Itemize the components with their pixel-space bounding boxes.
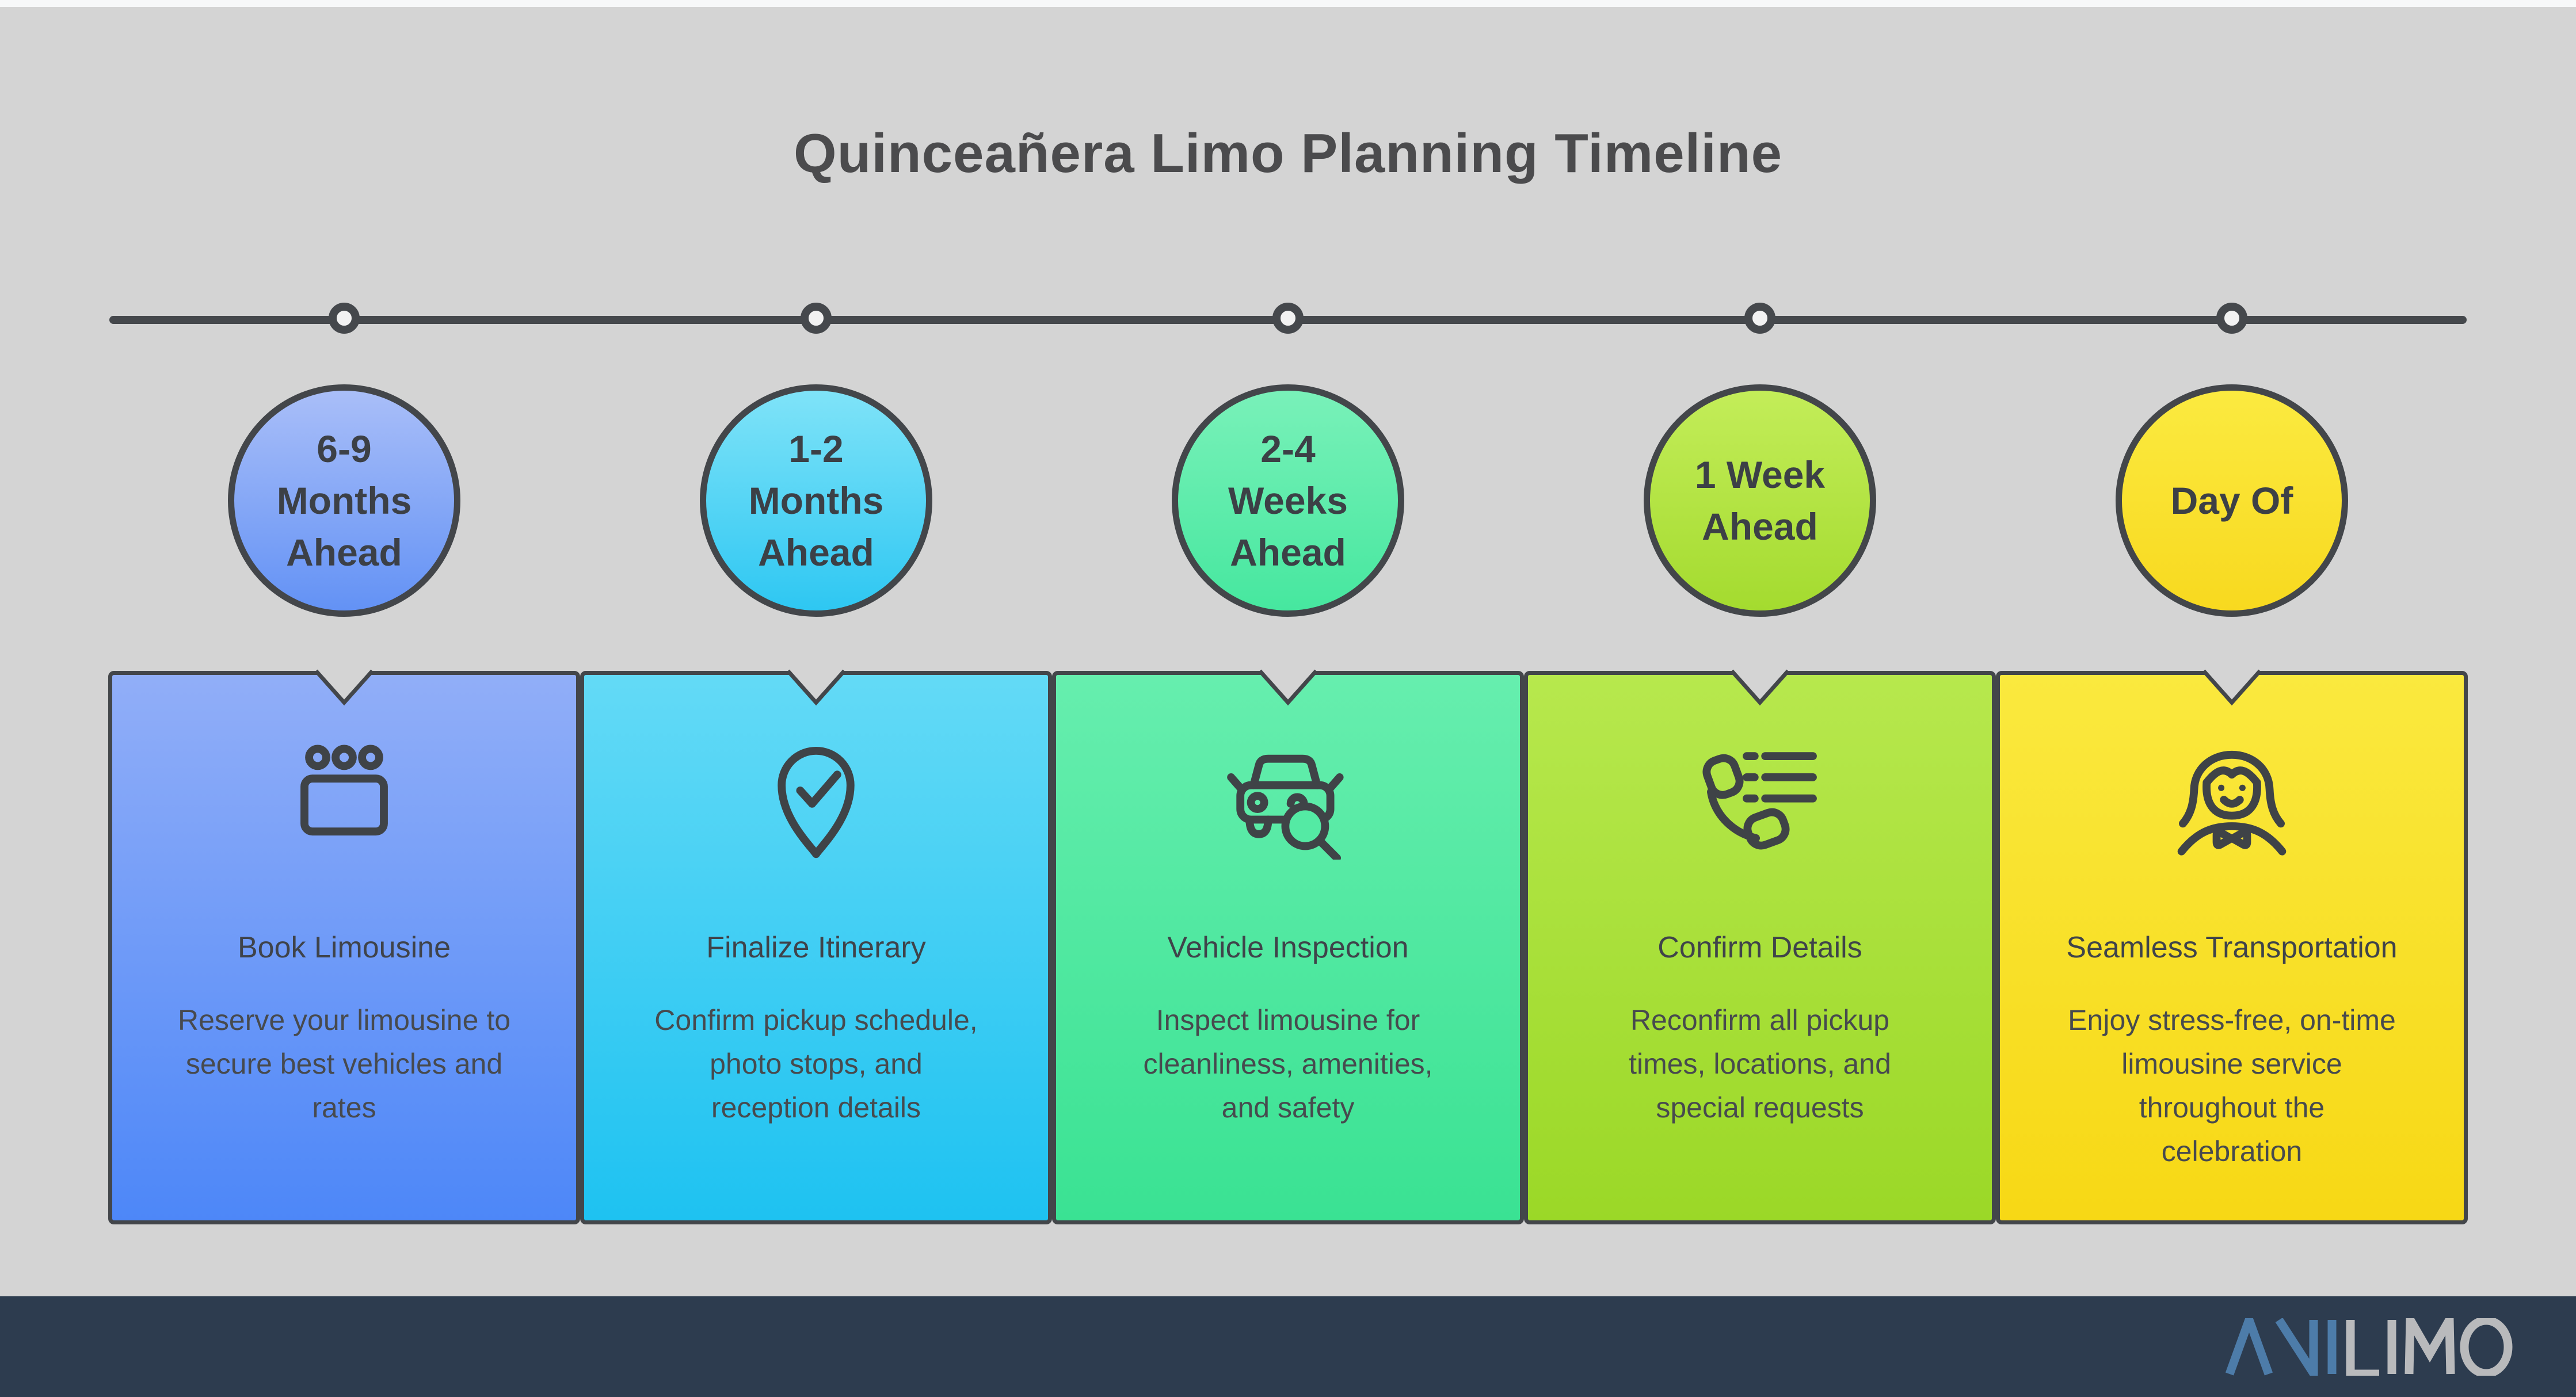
- car-search-icon: [1222, 737, 1354, 862]
- stage-card: Seamless Transportation Enjoy stress-fre…: [1996, 669, 2468, 1224]
- pin-check-icon: [750, 737, 882, 862]
- stage-column-4: 1 Week Ahead Confirm Detail: [1524, 303, 1996, 1224]
- stage-column-3: 2-4 Weeks Ahead: [1052, 303, 1524, 1224]
- top-strip: [0, 0, 2576, 7]
- stage-card: Vehicle Inspection Inspect limousine for…: [1052, 669, 1524, 1224]
- timeline-dot: [1272, 303, 1304, 334]
- card-description: Enjoy stress-free, on-time limousine ser…: [2068, 1004, 2396, 1167]
- timeline-dot: [801, 303, 832, 334]
- stage-card: Book Limousine Reserve your limousine to…: [108, 669, 580, 1224]
- card-description: Inspect limousine for cleanliness, ameni…: [1143, 1004, 1433, 1124]
- timeline-dot: [329, 303, 360, 334]
- card-notch: [1258, 669, 1318, 706]
- timeline-dot: [1744, 303, 1775, 334]
- footer-bar: [0, 1296, 2576, 1397]
- card-title: Book Limousine: [238, 931, 451, 964]
- card-title: Vehicle Inspection: [1167, 931, 1409, 964]
- card-notch: [786, 669, 846, 706]
- logo-ani: [2225, 1318, 2337, 1376]
- card-title: Seamless Transportation: [2066, 931, 2398, 964]
- stage-card: Confirm Details Reconfirm all pickup tim…: [1524, 669, 1996, 1224]
- stage-column-2: 1-2 Months Ahead Finalize Itinerary Conf…: [580, 303, 1052, 1224]
- timeline-columns: 6-9 Months Ahead Book Limousine Reserve …: [108, 303, 2468, 1224]
- stage-card: Finalize Itinerary Confirm pickup schedu…: [580, 669, 1052, 1224]
- card-notch: [314, 669, 374, 706]
- stage-column-5: Day Of: [1996, 303, 2468, 1224]
- stage-circle: 1 Week Ahead: [1644, 384, 1876, 617]
- card-notch: [1730, 669, 1790, 706]
- card-description: Confirm pickup schedule, photo stops, an…: [654, 1004, 978, 1124]
- phone-checklist-icon: [1694, 737, 1826, 862]
- stage-column-1: 6-9 Months Ahead Book Limousine Reserve …: [108, 303, 580, 1224]
- stage-circle: 2-4 Weeks Ahead: [1172, 384, 1404, 617]
- stage-circle: 1-2 Months Ahead: [700, 384, 932, 617]
- quinceanera-girl-icon: [2166, 737, 2298, 862]
- card-title: Finalize Itinerary: [706, 931, 926, 964]
- brand-logo: [2225, 1318, 2513, 1376]
- card-notch: [2202, 669, 2262, 706]
- stage-circle: Day Of: [2116, 384, 2348, 617]
- booking-marquee-icon: [278, 737, 410, 862]
- card-description: Reconfirm all pickup times, locations, a…: [1629, 1004, 1891, 1124]
- stage-circle: 6-9 Months Ahead: [228, 384, 460, 617]
- card-description: Reserve your limousine to secure best ve…: [177, 1004, 511, 1124]
- timeline-dot: [2216, 303, 2247, 334]
- logo-limo: [2346, 1318, 2513, 1376]
- card-title: Confirm Details: [1657, 931, 1862, 964]
- page-title: Quinceañera Limo Planning Timeline: [794, 123, 1782, 184]
